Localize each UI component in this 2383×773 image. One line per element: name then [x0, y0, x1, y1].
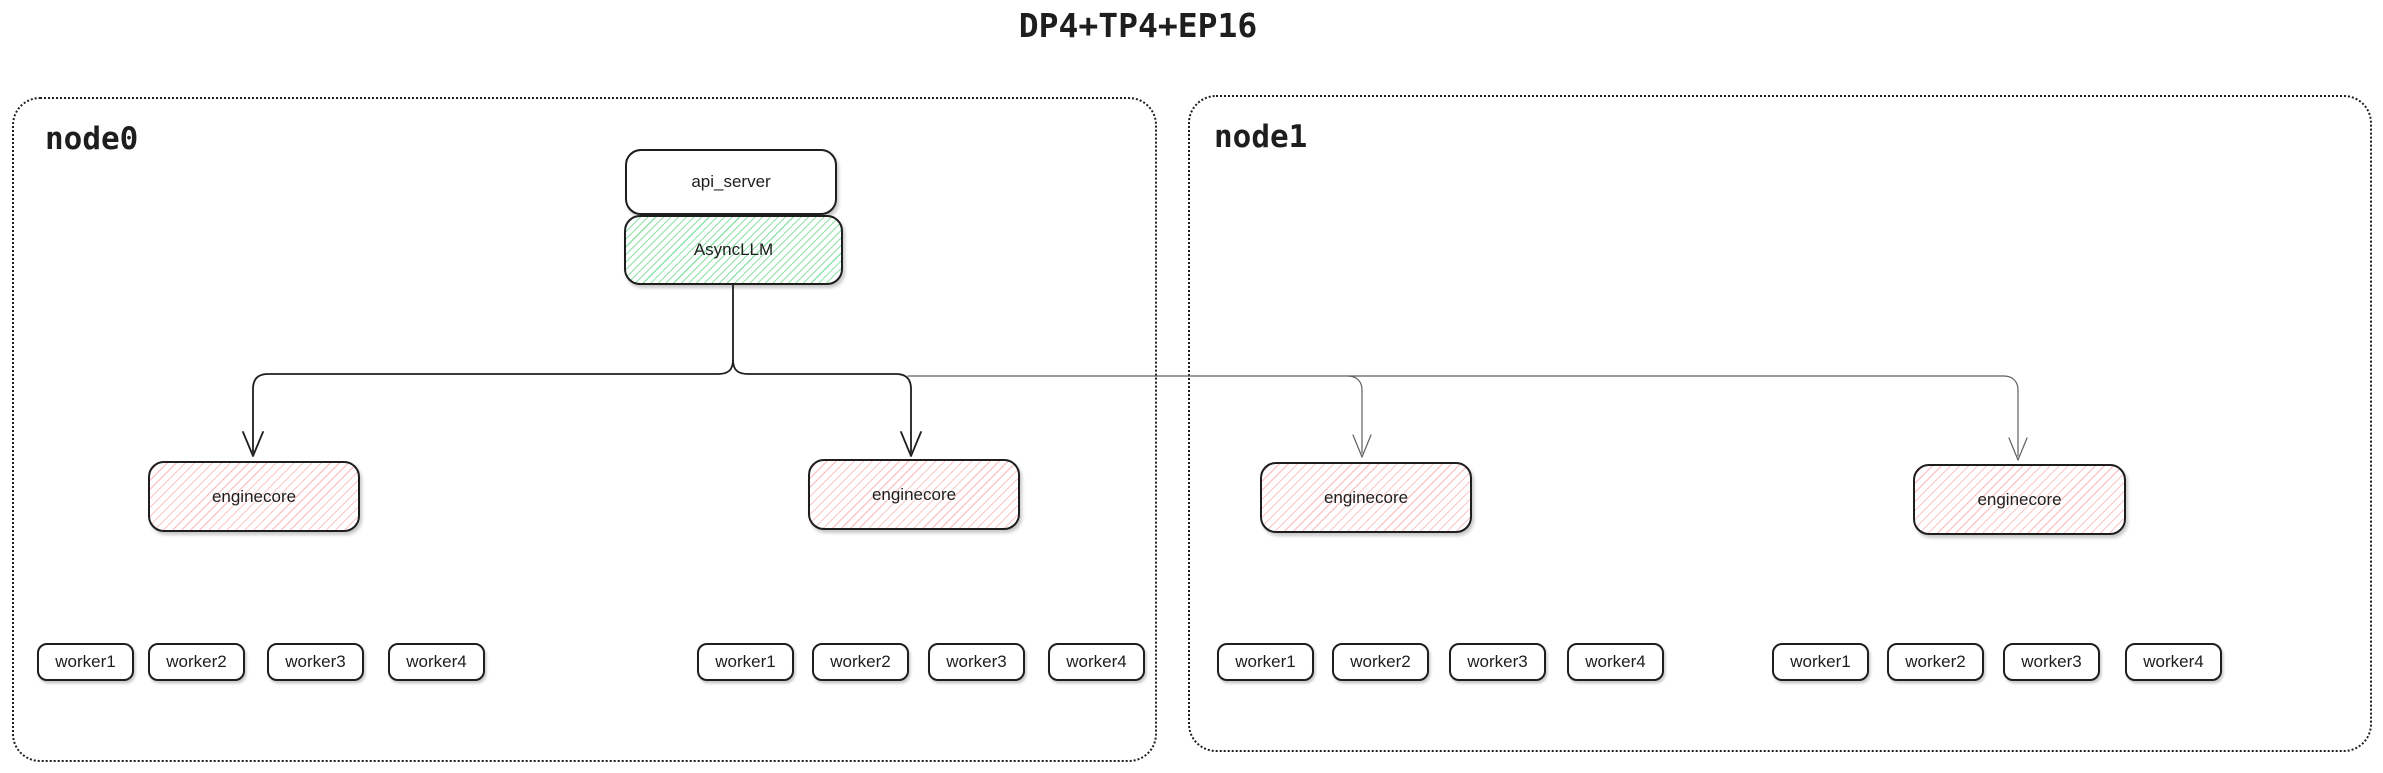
- worker-box: worker3: [1449, 643, 1546, 681]
- worker-box: worker1: [1772, 643, 1869, 681]
- node0-enginecore-1: enginecore: [148, 461, 360, 532]
- worker-box: worker3: [267, 643, 364, 681]
- worker-box: worker4: [1048, 643, 1145, 681]
- diagram-title: DP4+TP4+EP16: [1018, 6, 1258, 45]
- node0-label: node0: [45, 121, 139, 157]
- worker-box: worker1: [37, 643, 134, 681]
- enginecore-label: enginecore: [1977, 489, 2062, 509]
- worker-box: worker2: [1332, 643, 1429, 681]
- enginecore-label: enginecore: [1323, 487, 1409, 507]
- node1-enginecore-1: enginecore: [1260, 462, 1472, 533]
- worker-box: worker3: [928, 643, 1025, 681]
- worker-box: worker2: [812, 643, 909, 681]
- node1-enginecore-2: enginecore: [1913, 464, 2126, 535]
- worker-box: worker4: [388, 643, 485, 681]
- worker-box: worker4: [1567, 643, 1664, 681]
- worker-box: worker2: [148, 643, 245, 681]
- api-server-box: api_server: [625, 149, 837, 215]
- worker-box: worker1: [697, 643, 794, 681]
- worker-box: worker4: [2125, 643, 2222, 681]
- asyncllm-label: AsyncLLM: [693, 240, 774, 259]
- enginecore-label: enginecore: [211, 486, 297, 506]
- node1-label: node1: [1214, 119, 1308, 155]
- worker-box: worker3: [2003, 643, 2100, 681]
- enginecore-label: enginecore: [871, 484, 957, 504]
- node0-enginecore-2: enginecore: [808, 459, 1020, 530]
- asyncllm-box: AsyncLLM: [624, 215, 843, 285]
- api-server-label: api_server: [691, 172, 771, 191]
- worker-box: worker2: [1887, 643, 1984, 681]
- worker-box: worker1: [1217, 643, 1314, 681]
